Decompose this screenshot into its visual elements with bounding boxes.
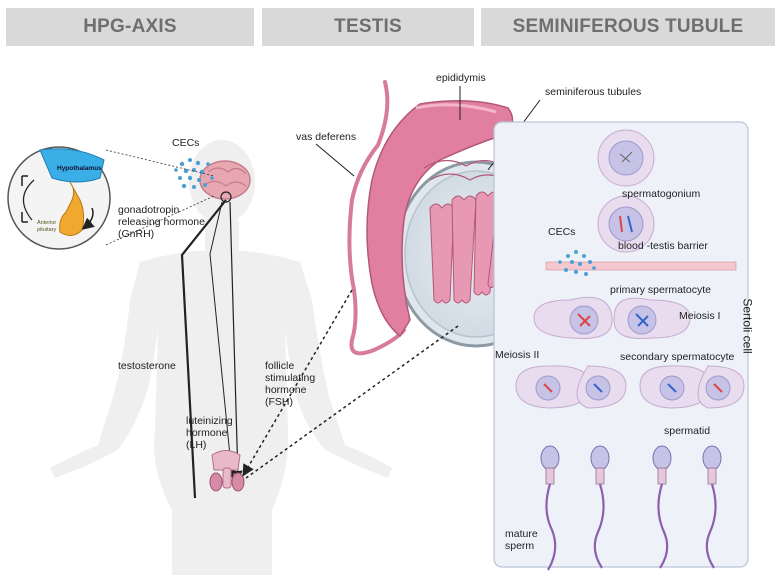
hypothalamus-label: Hypothalamus — [57, 165, 102, 172]
fsh-label-1: follicle — [265, 360, 295, 372]
secondary-spermatocyte-left — [515, 365, 627, 409]
cecs-dots-barrier — [558, 250, 596, 276]
sertoli-cell-label: Sertoli cell — [740, 298, 755, 354]
male-reproductive-icon — [209, 450, 245, 492]
vas-deferens-pointer — [315, 143, 355, 177]
gnrh-label-1: gonadotropin — [118, 204, 180, 216]
lh-label-3: (LH) — [186, 439, 207, 451]
secondary-spermatocyte-right — [639, 365, 745, 409]
spermatid-label: spermatid — [664, 425, 711, 437]
secondary-spermatocyte-label: secondary spermatocyte — [620, 351, 735, 363]
header-hpg-axis: HPG-AXIS — [6, 8, 254, 46]
spermatogonium-cell — [597, 129, 655, 187]
lh-label-2: hormone — [186, 427, 228, 439]
mature-sperm-label-1: mature — [505, 528, 538, 540]
header-testis: TESTIS — [262, 8, 474, 46]
anterior-pituitary-label-1: Anterior — [37, 220, 56, 226]
zoom-dashed-lines — [242, 289, 459, 479]
hypothalamus-pituitary-inset — [7, 146, 215, 250]
mature-sperm-group — [540, 445, 722, 571]
cecs-dots-brain — [174, 158, 214, 189]
blood-testis-barrier-label: blood -testis barrier — [618, 240, 708, 252]
meiosis-2-label: Meiosis II — [495, 349, 540, 361]
gnrh-label-3: (GnRH) — [118, 228, 155, 240]
tubule-panel — [493, 121, 749, 568]
fsh-label-4: (FSH) — [265, 396, 293, 408]
testosterone-label: testosterone — [118, 360, 176, 372]
primary-spermatocyte-cell — [533, 296, 691, 340]
fsh-label-3: hormone — [265, 384, 307, 396]
mature-sperm-label-2: sperm — [505, 540, 535, 552]
lh-label-1: luteinizing — [186, 415, 233, 427]
gnrh-label-2: releasing hormone — [118, 216, 205, 228]
header-seminiferous-tubule: SEMINIFEROUS TUBULE — [481, 8, 775, 46]
cecs-label-brain: CECs — [172, 137, 200, 149]
epididymis-label: epididymis — [436, 72, 486, 84]
fsh-label-2: stimulating — [265, 372, 316, 384]
hormone-pathway-lines — [180, 199, 243, 499]
spermatogonium-cell-dividing — [597, 195, 655, 253]
vas-deferens — [347, 80, 406, 356]
blood-testis-barrier — [545, 261, 737, 271]
anterior-pituitary-label-2: pituitary — [37, 227, 57, 233]
primary-spermatocyte-label: primary spermatocyte — [610, 284, 711, 296]
vas-deferens-label: vas deferens — [296, 131, 357, 143]
seminiferous-tubules-label: seminiferous tubules — [545, 86, 642, 98]
meiosis-1-label: Meiosis I — [679, 310, 721, 322]
cecs-label-barrier: CECs — [548, 226, 576, 238]
spermatogonium-label: spermatogonium — [622, 188, 701, 200]
